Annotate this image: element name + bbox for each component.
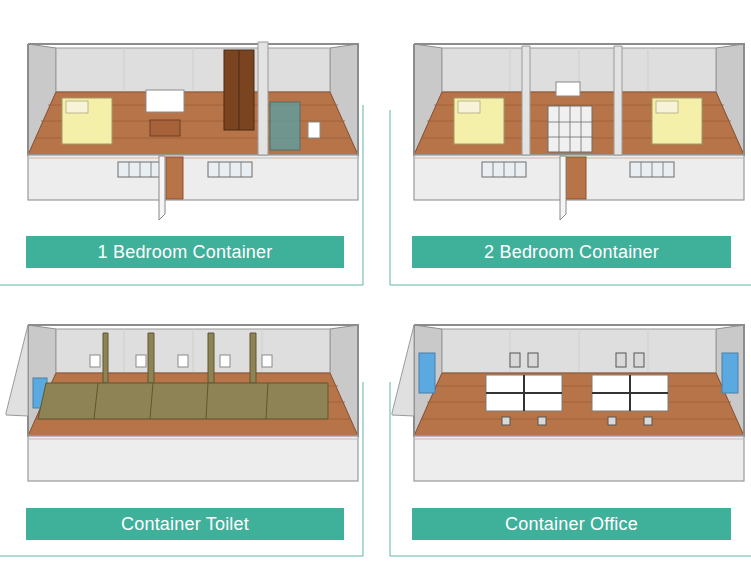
- label-box: 1 Bedroom Container: [26, 236, 344, 268]
- label-box: 2 Bedroom Container: [412, 236, 731, 268]
- container-label: Container Toilet: [121, 514, 249, 535]
- container-label: 2 Bedroom Container: [484, 242, 659, 263]
- container-label: 1 Bedroom Container: [98, 242, 273, 263]
- label-box: Container Toilet: [26, 508, 344, 540]
- label-box: Container Office: [412, 508, 731, 540]
- container-label: Container Office: [505, 514, 638, 535]
